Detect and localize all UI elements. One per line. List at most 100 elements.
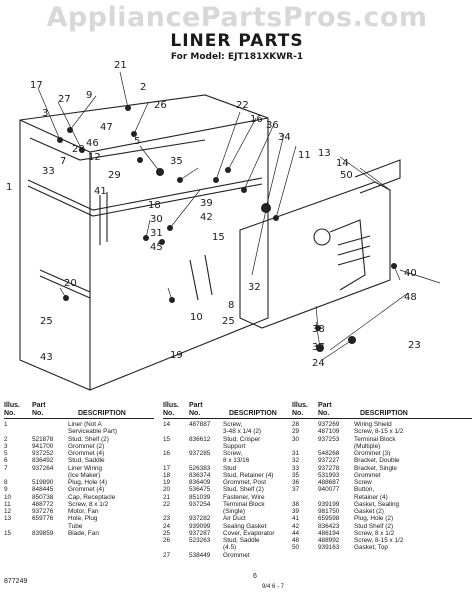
header-part: Part [189, 402, 203, 409]
part-number: 836374 [189, 471, 211, 479]
part-description: Grommet (4) [68, 450, 105, 457]
part-description: Screw, [223, 450, 243, 457]
callout-50: 50 [340, 170, 353, 181]
header-illus: Illus. [163, 402, 179, 409]
illus-number: 15 [163, 435, 171, 443]
model-label: For Model: EJT181XKWR-1 [170, 52, 304, 62]
table-row: 29 487109 Screw, 8-15 x 1/2 [292, 428, 472, 435]
illus-number: 9 [4, 486, 8, 494]
part-description: Support [223, 442, 246, 450]
part-number: 486194 [318, 529, 340, 537]
header-no: No. [292, 410, 304, 417]
callout-19: 19 [170, 350, 183, 361]
table-row: (Multiple) [292, 443, 472, 450]
part-number: 659598 [318, 515, 340, 523]
part-number: 836492 [32, 457, 54, 465]
illus-number: 37 [292, 486, 300, 494]
part-number: 848445 [32, 486, 54, 494]
illus-number: 12 [4, 508, 12, 515]
part-number: 937285 [189, 450, 211, 457]
part-number: 937264 [32, 464, 54, 472]
part-description: Stud, Retainer (4) [223, 471, 274, 479]
part-number: 488992 [318, 537, 340, 544]
part-number: 659776 [32, 515, 54, 523]
header-part-no: No. [318, 410, 330, 417]
illus-number: 42 [292, 522, 300, 530]
part-description: Sealing Gasket [223, 522, 267, 530]
part-description: Grommet, Post [223, 479, 266, 486]
header-part: Part [32, 402, 46, 409]
part-description: Grommet [354, 471, 381, 479]
illus-number: 32 [292, 457, 300, 465]
callout-37: 37 [312, 342, 325, 353]
callout-28: 28 [72, 144, 85, 155]
part-description: Air Duct [223, 515, 246, 523]
callout-3: 3 [42, 108, 48, 119]
callout-31: 31 [150, 228, 163, 239]
callout-18: 18 [148, 200, 161, 211]
illus-number: 21 [163, 493, 171, 501]
header-no: No. [163, 410, 175, 417]
table-row: (Ice Maker) [4, 472, 154, 479]
part-description: Blade, Fan [68, 529, 99, 537]
header-description: DESCRIPTION [229, 410, 277, 417]
callout-38: 38 [312, 324, 325, 335]
part-number: 487887 [189, 421, 211, 428]
callout-2: 2 [140, 82, 146, 93]
part-number: 851039 [189, 493, 211, 501]
illus-number: 20 [163, 486, 171, 494]
header-part: Part [318, 402, 332, 409]
part-description: 8 x 13/16 [223, 457, 250, 465]
part-number: 836409 [189, 479, 211, 486]
illus-number: 11 [4, 500, 11, 508]
callout-14: 14 [336, 158, 349, 169]
part-description: Bracket, Double [354, 457, 400, 465]
illus-number: 10 [4, 493, 12, 501]
footer-date-code: 9/4 6 - 7 [262, 584, 285, 590]
part-description: Stud, Crisper [223, 435, 261, 443]
part-description: Serviceable Part) [68, 428, 118, 436]
part-description: Screw, 8-15 x 1/2 [354, 428, 404, 436]
illus-number: 1 [4, 421, 8, 428]
illus-number: 27 [163, 551, 171, 559]
table-row: 8 x 13/16 [163, 457, 294, 464]
illus-number: 29 [292, 428, 300, 436]
callout-27: 27 [58, 94, 71, 105]
part-number: 523263 [189, 537, 211, 544]
part-description: Hole, Plug [68, 515, 98, 523]
illus-number: 23 [163, 515, 171, 523]
illus-number: 3 [4, 442, 8, 450]
callout-26: 26 [154, 100, 167, 111]
part-description: Screw, 8 x 1/2 [354, 529, 395, 537]
part-number: 937278 [318, 464, 340, 472]
part-number: 487109 [318, 428, 340, 436]
part-number: 839859 [32, 529, 54, 537]
part-description: Screw [354, 479, 372, 486]
part-description: Stud, Shelf (2) [223, 486, 264, 494]
callout-34: 34 [278, 132, 291, 143]
part-description: Plug, Hole (2) [354, 515, 394, 523]
callout-39: 39 [200, 198, 213, 209]
illus-number: 24 [163, 522, 171, 530]
callout-16: 16 [250, 114, 263, 125]
